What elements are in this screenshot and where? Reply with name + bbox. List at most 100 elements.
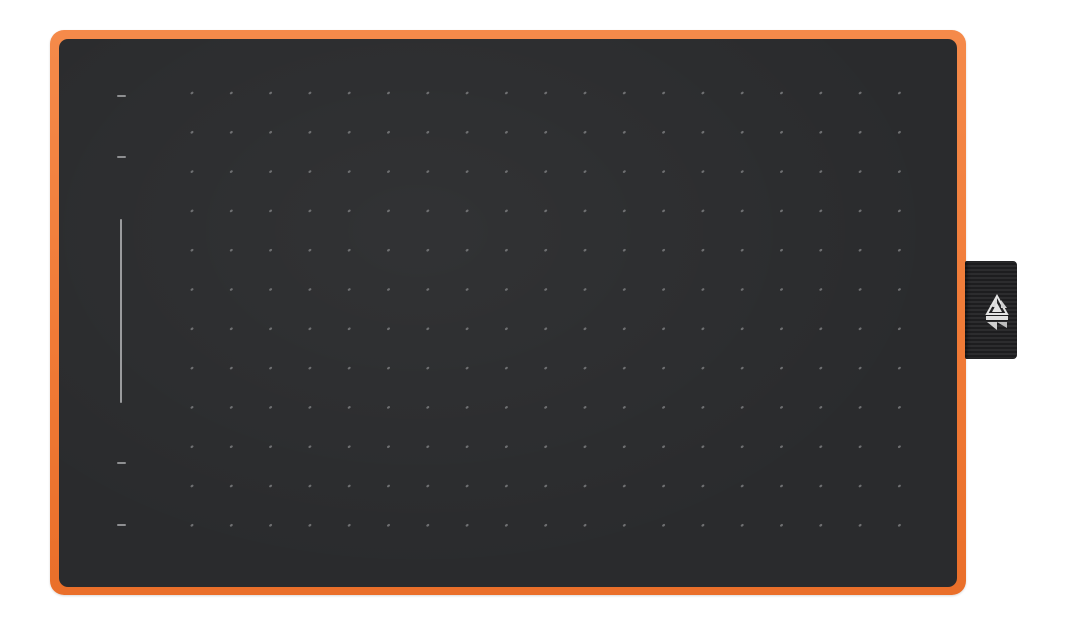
grid-dot — [662, 484, 666, 488]
grid-dot — [269, 288, 273, 291]
grid-dot — [819, 91, 823, 95]
grid-dot — [504, 406, 508, 409]
grid-dot — [819, 366, 823, 370]
grid-dot — [387, 366, 390, 370]
grid-dot — [190, 248, 194, 252]
grid-dot — [858, 406, 862, 409]
grid-dot — [504, 288, 508, 291]
grid-dot — [308, 524, 312, 527]
grid-dot — [583, 209, 587, 213]
grid-dot — [308, 445, 312, 448]
grid-dot — [662, 406, 666, 409]
grid-dot — [701, 484, 705, 488]
grid-dot — [387, 524, 390, 527]
grid-dot — [740, 327, 744, 331]
grid-dot — [190, 406, 194, 409]
grid-dot — [465, 248, 469, 252]
grid-dot — [269, 131, 273, 134]
grid-dot — [504, 248, 508, 252]
grid-dot — [504, 327, 508, 331]
grid-dot — [465, 131, 469, 134]
grid-dot — [426, 524, 430, 527]
grid-dot — [387, 209, 390, 213]
grid-dot — [347, 524, 351, 527]
grid-dot — [347, 406, 351, 409]
grid-dot — [347, 170, 351, 173]
grid-dot — [504, 131, 508, 134]
grid-dot — [229, 524, 233, 527]
grid-dot — [269, 445, 273, 448]
brand-logo-icon — [985, 293, 1009, 330]
grid-dot — [229, 131, 233, 134]
express-key-1-marker[interactable] — [117, 95, 126, 97]
dot-grid — [190, 91, 901, 527]
tablet-active-surface[interactable] — [59, 39, 957, 587]
grid-dot — [269, 248, 273, 252]
grid-dot — [622, 209, 626, 213]
grid-dot — [897, 524, 901, 527]
grid-dot — [740, 445, 744, 448]
grid-dot — [347, 484, 351, 488]
grid-dot — [504, 209, 508, 213]
grid-dot — [701, 445, 705, 448]
grid-dot — [662, 445, 666, 448]
grid-dot — [583, 445, 587, 448]
grid-dot — [662, 288, 666, 291]
touch-strip-line[interactable] — [120, 219, 122, 403]
grid-dot — [780, 170, 783, 173]
grid-dot — [740, 131, 744, 134]
grid-dot — [819, 209, 823, 213]
grid-dot — [780, 209, 783, 213]
grid-dot — [426, 484, 430, 488]
grid-dot — [465, 484, 469, 488]
grid-dot — [544, 327, 548, 331]
grid-dot — [387, 248, 390, 252]
grid-dot — [190, 209, 194, 213]
grid-dot — [583, 524, 587, 527]
grid-dot — [504, 484, 508, 488]
grid-dot — [504, 445, 508, 448]
grid-dot — [426, 327, 430, 331]
grid-dot — [544, 366, 548, 370]
grid-dot — [622, 484, 626, 488]
grid-dot — [819, 327, 823, 331]
grid-dot — [897, 209, 901, 213]
express-key-4-marker[interactable] — [117, 524, 126, 526]
express-key-2-marker[interactable] — [117, 156, 126, 158]
grid-dot — [662, 131, 666, 134]
grid-dot — [897, 170, 901, 173]
grid-dot — [740, 288, 744, 291]
grid-dot — [897, 327, 901, 331]
grid-dot — [897, 91, 901, 95]
grid-dot — [662, 248, 666, 252]
grid-dot — [387, 131, 390, 134]
grid-dot — [465, 524, 469, 527]
grid-dot — [426, 406, 430, 409]
pen-loop[interactable] — [965, 261, 1017, 359]
grid-dot — [740, 366, 744, 370]
grid-dot — [583, 288, 587, 291]
grid-dot — [897, 248, 901, 252]
grid-dot — [622, 524, 626, 527]
grid-dot — [819, 248, 823, 252]
grid-dot — [701, 131, 705, 134]
grid-dot — [426, 209, 430, 213]
grid-dot — [583, 170, 587, 173]
grid-dot — [740, 91, 744, 95]
grid-dot — [544, 406, 548, 409]
grid-dot — [544, 248, 548, 252]
grid-dot — [229, 170, 233, 173]
grid-dot — [819, 524, 823, 527]
grid-dot — [780, 445, 783, 448]
grid-dot — [544, 524, 548, 527]
grid-dot — [544, 209, 548, 213]
grid-dot — [780, 248, 783, 252]
grid-dot — [426, 288, 430, 291]
grid-dot — [740, 209, 744, 213]
grid-dot — [701, 366, 705, 370]
grid-dot — [387, 288, 390, 291]
grid-dot — [858, 327, 862, 331]
grid-dot — [622, 327, 626, 331]
express-key-3-marker[interactable] — [117, 462, 126, 464]
